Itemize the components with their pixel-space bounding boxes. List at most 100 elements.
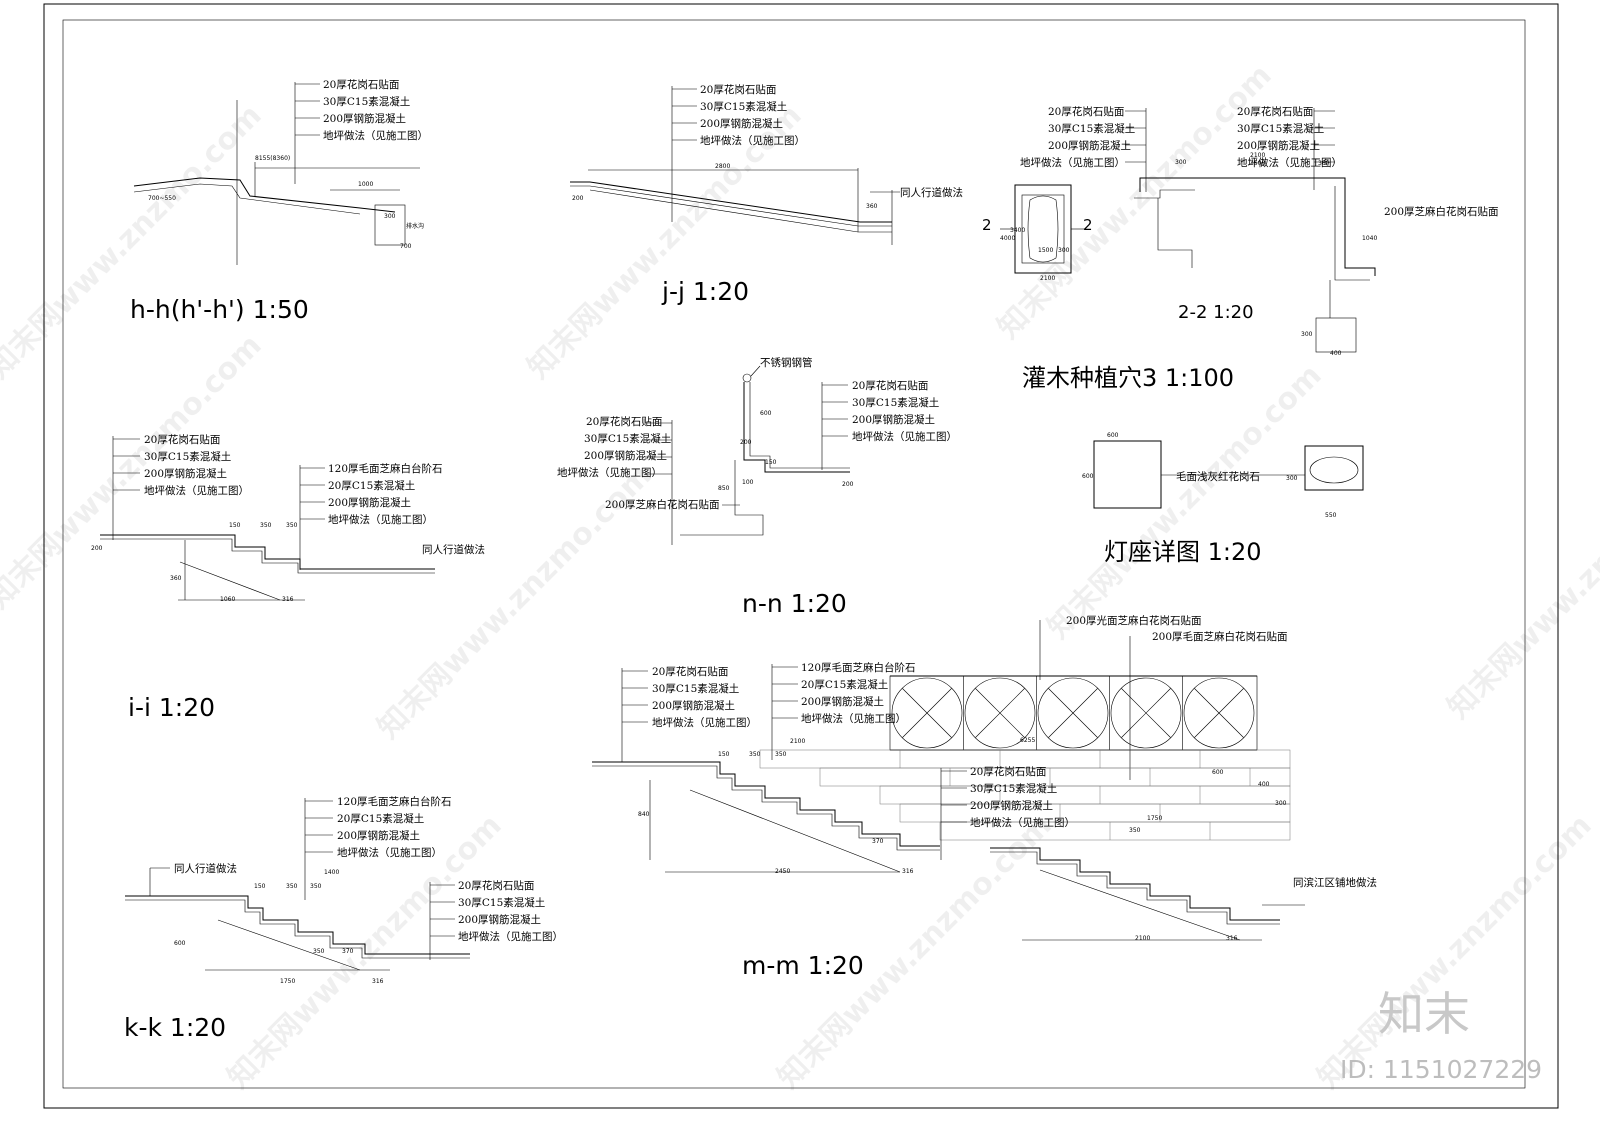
s22-dim-6: 400 [1330,350,1342,357]
m-m-title: m-m 1:20 [742,951,864,980]
m-dim-15: 316 [1226,935,1238,942]
m-note-2: 30厚C15素混凝土 [652,682,739,695]
m-noteb-3: 200厚钢筋混凝土 [801,695,884,708]
watermark-8: 知末网www.znzmo.com [1041,358,1329,646]
n-pipe-note: 不锈钢钢管 [760,356,813,369]
railing-cross [1121,688,1171,738]
s22-dim-5: 1040 [1362,235,1377,242]
lamp-note: 毛面浅灰红花岗石 [1176,470,1260,483]
railing-cross [1194,688,1244,738]
k-note-1: 120厚毛面芝麻白台阶石 [337,795,452,808]
i-dim-4: 1060 [220,596,235,603]
j-dim-1: 2800 [715,163,730,170]
lamp-dim-2: 600 [1082,473,1094,480]
k-noteb-3: 200厚钢筋混凝土 [458,913,541,926]
section-n-n: 不锈钢钢管 20厚花岗石贴面 30厚C15素混凝土 200厚钢筋混凝土 地坪做法… [557,356,957,618]
lamp-dim-1: 600 [1107,432,1119,439]
s22-note-4: 地坪做法（见施工图） [1020,156,1125,169]
n-dim-6: 200 [842,481,854,488]
s22-note-1: 20厚花岗石贴面 [1048,105,1124,118]
i-side-note: 同人行道做法 [422,543,485,556]
h-dim-2: 1000 [358,181,373,188]
m-notec-3: 200厚钢筋混凝土 [970,799,1053,812]
watermark-10: 知末网www.znzmo.com [1441,438,1600,726]
i-dim-7: 200 [91,545,103,552]
j-note-3: 200厚钢筋混凝土 [700,117,783,130]
n-note-4: 地坪做法（见施工图） [557,466,662,479]
m-dim-2: 6255 [1020,737,1035,744]
shrub-pit-plan: 2 2 4000 3400 1500 2100 300 灌木种植穴3 1:100 [982,184,1234,392]
n-noteb-3: 200厚钢筋混凝土 [852,413,935,426]
watermark-4: 知末网www.znzmo.com [521,98,809,386]
watermark-layer: 知末网www.znzmo.com 知末网www.znzmo.com 知末网www… [0,58,1600,1096]
pit-dim-1: 4000 [1000,235,1015,242]
m-dim-11: 300 [1275,800,1287,807]
j-j-title: j-j 1:20 [661,277,749,306]
m-dim-14: 2100 [1135,935,1150,942]
railing-circle [1183,677,1255,749]
m-dim-10: 400 [1258,781,1270,788]
section-2-2: 20厚花岗石贴面 30厚C15素混凝土 200厚钢筋混凝土 地坪做法（见施工图）… [1020,105,1499,357]
s22-note-3: 200厚钢筋混凝土 [1048,139,1131,152]
railing-cross [975,688,1025,738]
pit-dim-2: 3400 [1010,227,1025,234]
m-dim-13: 350 [1129,827,1141,834]
h-note-4: 地坪做法（见施工图） [323,129,428,142]
watermark-5: 知末网www.znzmo.com [371,458,659,746]
h-dim-4: 300 [384,213,396,220]
s22-dim-3: 1500 [1250,160,1265,167]
section-h-h: 20厚花岗石贴面 30厚C15素混凝土 200厚钢筋混凝土 地坪做法（见施工图）… [130,78,428,324]
lamp-title: 灯座详图 1:20 [1104,538,1262,566]
j-note-2: 30厚C15素混凝土 [700,100,787,113]
n-bottom-note: 200厚芝麻白花岗石贴面 [605,498,720,511]
j-dim-2: 360 [866,203,878,210]
h-note-1: 20厚花岗石贴面 [323,78,399,91]
n-noteb-1: 20厚花岗石贴面 [852,379,928,392]
pit-mark-left: 2 [982,216,992,234]
s22-note-2: 30厚C15素混凝土 [1048,122,1135,135]
n-n-title: n-n 1:20 [742,589,847,618]
s22-noteb-3: 200厚钢筋混凝土 [1237,139,1320,152]
s22-side-note: 200厚芝麻白花岗石贴面 [1384,205,1499,218]
n-noteb-2: 30厚C15素混凝土 [852,396,939,409]
k-noteb-4: 地坪做法（见施工图） [458,930,563,943]
m-top-note-2: 200厚毛面芝麻白花岗石贴面 [1152,630,1288,643]
watermark-2: 知末网www.znzmo.com [0,328,269,616]
i-note-2: 30厚C15素混凝土 [144,450,231,463]
m-notec-4: 地坪做法（见施工图） [970,816,1075,829]
k-dim-7: 1750 [280,978,295,985]
i-note-1: 20厚花岗石贴面 [144,433,220,446]
h-dim-3: 700~550 [148,195,176,202]
section-i-i: 20厚花岗石贴面 30厚C15素混凝土 200厚钢筋混凝土 地坪做法（见施工图）… [91,433,485,722]
k-dim-3: 350 [286,883,298,890]
brand-id: ID: 1151027229 [1340,1055,1542,1084]
n-note-2: 30厚C15素混凝土 [584,432,671,445]
m-dim-4: 350 [749,751,761,758]
i-note-4: 地坪做法（见施工图） [144,484,249,497]
j-note-1: 20厚花岗石贴面 [700,83,776,96]
h-dim-6: 排水沟 [406,222,424,230]
i-dim-5: 316 [282,596,294,603]
k-dim-5: 350 [313,948,325,955]
outer-border [43,3,1559,1109]
n-dim-4: 850 [718,485,730,492]
j-note-4: 地坪做法（见施工图） [700,134,805,147]
s22-dim-2: 300 [1175,159,1187,166]
k-side-note: 同人行道做法 [174,862,237,875]
m-note-3: 200厚钢筋混凝土 [652,699,735,712]
n-note-3: 200厚钢筋混凝土 [584,449,667,462]
pit-dim-3: 1500 [1038,247,1053,254]
n-dim-3: 150 [765,459,777,466]
watermark-9: 知末网www.znzmo.com [1311,808,1599,1096]
s22-noteb-1: 20厚花岗石贴面 [1237,105,1313,118]
i-note-3: 200厚钢筋混凝土 [144,467,227,480]
section-k-k: 120厚毛面芝麻白台阶石 20厚C15素混凝土 200厚钢筋混凝土 地坪做法（见… [124,795,563,1042]
s22-dim-7: 300 [1301,331,1313,338]
i-dim-6: 360 [170,575,182,582]
m-side-note: 同滨江区铺地做法 [1293,876,1377,889]
n-dim-1: 600 [760,410,772,417]
m-dim-8: 316 [902,868,914,875]
m-dim-6: 370 [872,838,884,845]
n-noteb-4: 地坪做法（见施工图） [852,430,957,443]
